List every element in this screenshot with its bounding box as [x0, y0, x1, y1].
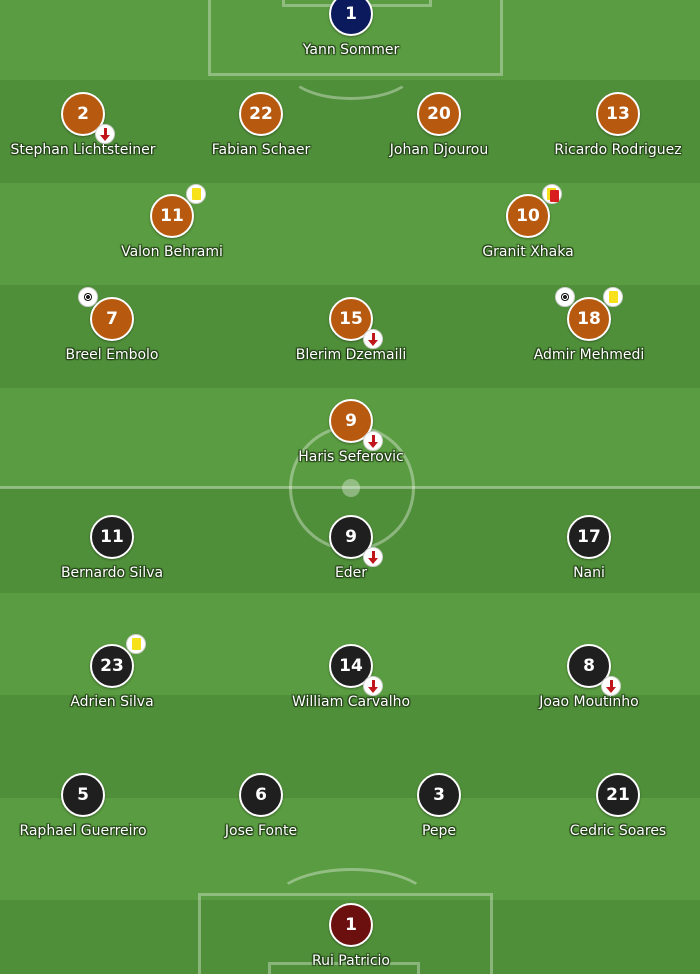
- player-name: Breel Embolo: [65, 347, 159, 363]
- player-breel-embolo[interactable]: 7 Breel Embolo: [22, 287, 202, 363]
- player-name: Pepe: [421, 823, 457, 839]
- shirt-number: 21: [596, 773, 640, 817]
- bottom-goal-area: [268, 962, 420, 974]
- player-william-carvalho[interactable]: 14 William Carvalho: [261, 644, 441, 710]
- player-name: Eder: [334, 565, 368, 581]
- player-name: William Carvalho: [291, 694, 411, 710]
- bottom-penalty-box: [198, 893, 493, 974]
- player-pepe[interactable]: 3 Pepe: [349, 773, 529, 839]
- player-name: Valon Behrami: [121, 244, 223, 260]
- player-haris-seferovic[interactable]: 9 Haris Seferovic: [261, 399, 441, 465]
- player-johan-djourou[interactable]: 20 Johan Djourou: [349, 92, 529, 158]
- second-yellow-red-card-icon: [542, 184, 562, 204]
- player-name: Nani: [573, 565, 605, 581]
- yellow-card-icon: [603, 287, 623, 307]
- player-name: Raphael Guerreiro: [19, 823, 147, 839]
- shirt-number: 8: [567, 644, 621, 696]
- shirt-number: 1: [329, 903, 373, 947]
- shirt-number: 7: [78, 287, 134, 341]
- player-name: Granit Xhaka: [482, 244, 574, 260]
- player-name: Ricardo Rodriguez: [554, 142, 682, 158]
- shirt-number: 9: [329, 399, 383, 451]
- player-name: Jose Fonte: [224, 823, 298, 839]
- player-name: Fabian Schaer: [211, 142, 311, 158]
- bottom-penalty-arc: [272, 868, 432, 938]
- substitution-off-icon: [363, 547, 383, 567]
- player-name: Johan Djourou: [389, 142, 489, 158]
- shirt-number: 3: [417, 773, 461, 817]
- substitution-off-icon: [95, 124, 115, 144]
- goal-ball-icon: [78, 287, 98, 307]
- pitch-stripe: [0, 183, 700, 285]
- yellow-card-icon: [126, 634, 146, 654]
- shirt-number: 9: [329, 515, 383, 567]
- player-name: Adrien Silva: [70, 694, 154, 710]
- shirt-number: 11: [90, 515, 134, 559]
- shirt-number: 17: [567, 515, 611, 559]
- player-eder[interactable]: 9 Eder: [261, 515, 441, 581]
- player-nani[interactable]: 17 Nani: [499, 515, 679, 581]
- player-bernardo-silva[interactable]: 11 Bernardo Silva: [22, 515, 202, 581]
- shirt-number: 1: [329, 0, 373, 36]
- player-name: Rui Patricio: [312, 953, 390, 969]
- goal-ball-icon: [555, 287, 575, 307]
- shirt-number: 20: [417, 92, 461, 136]
- player-name: Cedric Soares: [569, 823, 667, 839]
- player-admir-mehmedi[interactable]: 18 Admir Mehmedi: [499, 287, 679, 363]
- player-blerim-dzemaili[interactable]: 15 Blerim Dzemaili: [261, 297, 441, 363]
- shirt-number: 2: [61, 92, 115, 144]
- top-penalty-arc: [286, 40, 416, 100]
- player-name: Yann Sommer: [302, 42, 400, 58]
- player-name: Joao Moutinho: [539, 694, 639, 710]
- player-ricardo-rodriguez[interactable]: 13 Ricardo Rodriguez: [528, 92, 700, 158]
- player-raphael-guerreiro[interactable]: 5 Raphael Guerreiro: [0, 773, 173, 839]
- player-name: Blerim Dzemaili: [295, 347, 407, 363]
- player-granit-xhaka[interactable]: 10 Granit Xhaka: [438, 184, 618, 260]
- player-joao-moutinho[interactable]: 8 Joao Moutinho: [499, 644, 679, 710]
- yellow-card-icon: [186, 184, 206, 204]
- shirt-number: 6: [239, 773, 283, 817]
- player-name: Bernardo Silva: [60, 565, 164, 581]
- shirt-number: 11: [150, 184, 206, 238]
- player-name: Admir Mehmedi: [533, 347, 645, 363]
- player-jose-fonte[interactable]: 6 Jose Fonte: [171, 773, 351, 839]
- player-name: Haris Seferovic: [298, 449, 404, 465]
- player-yann-sommer[interactable]: 1 Yann Sommer: [261, 0, 441, 58]
- shirt-number: 18: [555, 287, 623, 341]
- center-spot: [342, 479, 360, 497]
- shirt-number: 14: [329, 644, 383, 696]
- player-cedric-soares[interactable]: 21 Cedric Soares: [528, 773, 700, 839]
- substitution-off-icon: [363, 676, 383, 696]
- shirt-number: 13: [596, 92, 640, 136]
- shirt-number: 15: [329, 297, 383, 349]
- pitch-stripe: [0, 695, 700, 798]
- player-adrien-silva[interactable]: 23 Adrien Silva: [22, 634, 202, 710]
- substitution-off-icon: [601, 676, 621, 696]
- shirt-number: 5: [61, 773, 105, 817]
- shirt-number: 22: [239, 92, 283, 136]
- substitution-off-icon: [363, 431, 383, 451]
- substitution-off-icon: [363, 329, 383, 349]
- shirt-number: 23: [90, 634, 146, 688]
- player-valon-behrami[interactable]: 11 Valon Behrami: [82, 184, 262, 260]
- player-rui-patricio[interactable]: 1 Rui Patricio: [261, 903, 441, 969]
- shirt-number: 10: [506, 184, 562, 238]
- player-name: Stephan Lichtsteiner: [10, 142, 156, 158]
- player-stephan-lichtsteiner[interactable]: 2 Stephan Lichtsteiner: [0, 92, 173, 158]
- player-fabian-schaer[interactable]: 22 Fabian Schaer: [171, 92, 351, 158]
